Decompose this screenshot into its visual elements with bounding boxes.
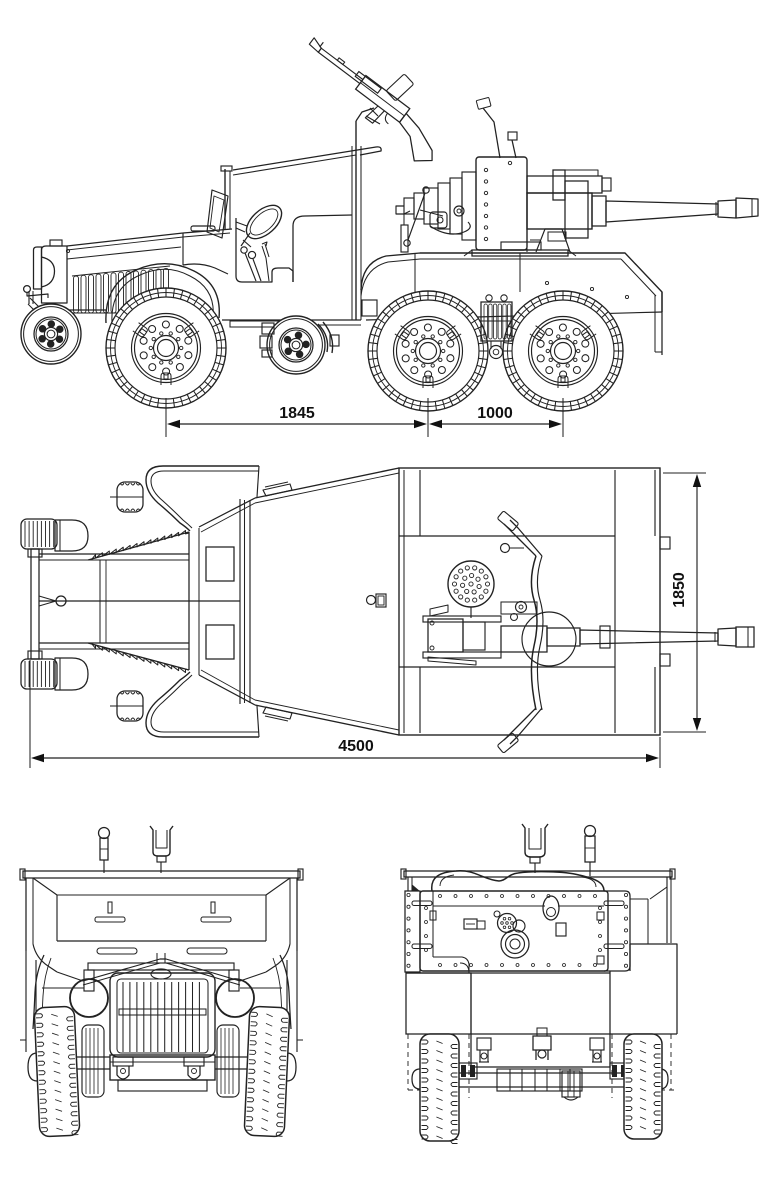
svg-text:1000: 1000 xyxy=(477,405,513,422)
svg-text:1845: 1845 xyxy=(279,405,315,422)
svg-text:1850: 1850 xyxy=(671,572,688,608)
svg-text:4500: 4500 xyxy=(338,738,374,755)
